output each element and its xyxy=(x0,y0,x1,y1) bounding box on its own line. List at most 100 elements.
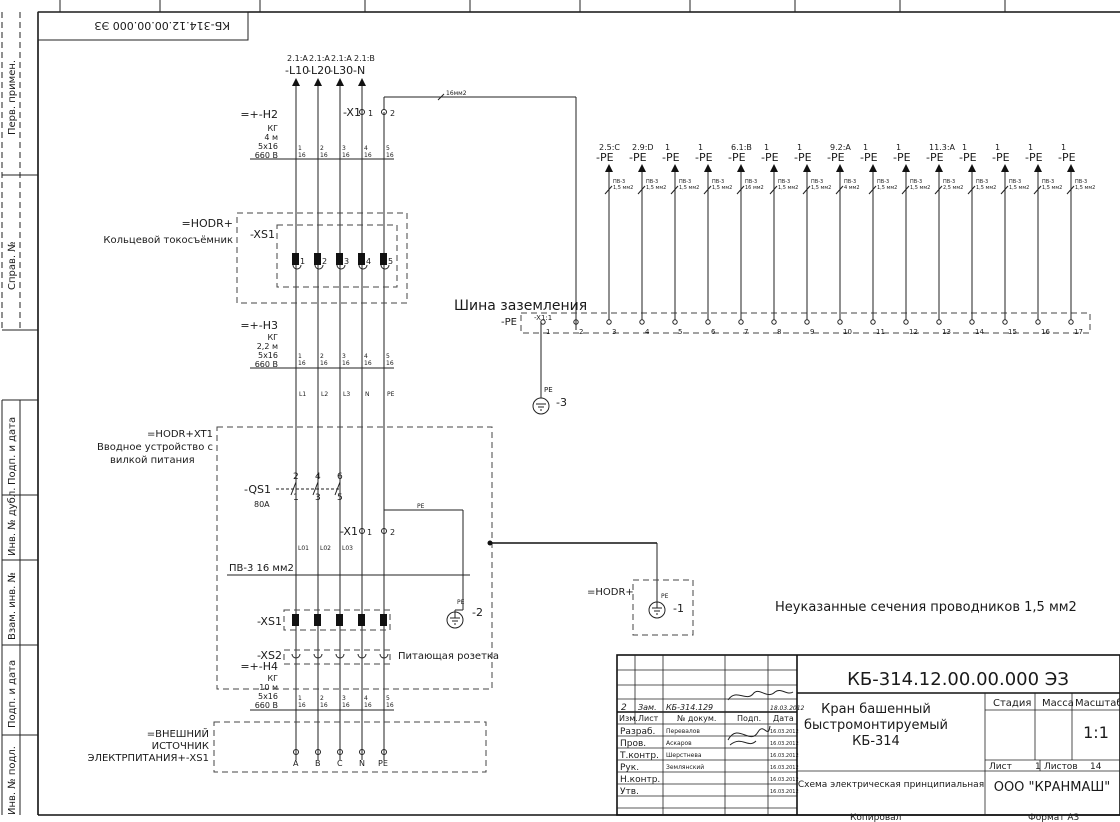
svg-text:16: 16 xyxy=(386,152,394,159)
svg-text:3: 3 xyxy=(342,695,346,702)
bus-tap-ref: 11.3:А xyxy=(929,143,956,152)
bus-tap-wire-type: ПВ-3 xyxy=(976,179,988,185)
svg-text:-X1:1: -X1:1 xyxy=(534,314,552,322)
bus-tap-arrow xyxy=(902,164,910,172)
svg-text:16: 16 xyxy=(298,702,306,709)
svg-text:3: 3 xyxy=(342,145,346,152)
main-conductors xyxy=(295,86,385,760)
phase-name: -L20 xyxy=(307,64,331,77)
bus-tap-name: -PE xyxy=(1058,151,1076,164)
bus-tap-wire-type: ПВ-3 xyxy=(646,179,658,185)
svg-text:14: 14 xyxy=(1090,762,1102,772)
cable-h4-wires: 116 216 316 416 516 xyxy=(250,695,394,711)
bus-terminal xyxy=(1002,319,1008,325)
svg-text:=HODR+: =HODR+ xyxy=(587,587,634,598)
svg-text:5х16: 5х16 xyxy=(258,142,278,151)
svg-text:КГ: КГ xyxy=(267,674,278,683)
svg-text:16: 16 xyxy=(342,152,350,159)
svg-text:КБ-314.129: КБ-314.129 xyxy=(666,703,713,712)
svg-text:18.03.2012: 18.03.2012 xyxy=(770,705,805,712)
svg-text:5: 5 xyxy=(386,145,390,152)
svg-text:4: 4 xyxy=(366,257,371,266)
bus-tap-wire-section: 16 мм2 xyxy=(745,185,764,191)
bus-tap-wire-section: 2,5 мм2 xyxy=(943,185,963,191)
bus-tap-name: -PE xyxy=(860,151,878,164)
external-source: =ВНЕШНИЙ ИСТОЧНИК ЭЛЕКТРПИТАНИЯ+-XS1 A B… xyxy=(87,721,487,773)
svg-text:B: B xyxy=(315,759,321,768)
svg-text:4: 4 xyxy=(364,145,368,152)
svg-text:Питающая розетка: Питающая розетка xyxy=(398,651,499,662)
svg-text:вилкой питания: вилкой питания xyxy=(110,455,195,466)
svg-text:2: 2 xyxy=(390,109,395,118)
svg-text:16: 16 xyxy=(298,152,306,159)
company-name: ООО "КРАНМАШ" xyxy=(994,780,1111,795)
bus-terminal xyxy=(1068,319,1074,325)
cable-h3: =+-H3 КГ 2,2 м 5х16 660 В xyxy=(240,319,278,369)
copied-label: Копировал xyxy=(850,813,901,822)
svg-text:=+-H3: =+-H3 xyxy=(240,319,278,332)
svg-text:L03: L03 xyxy=(342,545,353,552)
svg-text:16: 16 xyxy=(386,702,394,709)
bus-tap-wire-type: ПВ-3 xyxy=(1042,179,1054,185)
svg-text:Лист: Лист xyxy=(638,714,659,723)
bus-tap-wire-type: ПВ-3 xyxy=(778,179,790,185)
svg-text:1: 1 xyxy=(298,145,302,152)
bus-tap-tick xyxy=(604,185,613,195)
bus-tap-tick xyxy=(736,185,745,195)
bus-tap-ref: 1 xyxy=(797,143,802,152)
svg-text:3: 3 xyxy=(344,257,349,266)
bus-tap-arrow xyxy=(770,164,778,172)
svg-text:Аскаров: Аскаров xyxy=(666,740,692,747)
bus-tap-ref: 1 xyxy=(962,143,967,152)
doc-title: Схема электрическая принципиальная xyxy=(798,780,984,790)
svg-text:1: 1 xyxy=(367,528,372,537)
bus-terminal-num: 2 xyxy=(579,328,583,336)
svg-text:1: 1 xyxy=(300,257,305,266)
svg-text:PE: PE xyxy=(544,386,553,394)
x1-top-terminal: -X1 1 2 16мм2 xyxy=(343,90,577,330)
bus-tap-arrow xyxy=(1001,164,1009,172)
bus-tap-wire-type: ПВ-3 xyxy=(679,179,691,185)
bus-tap-tick xyxy=(868,185,877,195)
svg-text:L02: L02 xyxy=(320,545,331,552)
bus-tap-arrow xyxy=(704,164,712,172)
svg-text:16.03.2012: 16.03.2012 xyxy=(770,777,799,783)
svg-text:L2: L2 xyxy=(321,391,328,398)
phase-name: -N xyxy=(353,64,365,77)
svg-text:N: N xyxy=(359,759,365,768)
svg-text:-2: -2 xyxy=(472,606,483,619)
bus-tap-ref: 1 xyxy=(995,143,1000,152)
bus-tap-arrow xyxy=(737,164,745,172)
svg-text:660 В: 660 В xyxy=(255,701,278,710)
svg-text:КГ: КГ xyxy=(267,333,278,342)
svg-text:4: 4 xyxy=(364,353,368,360)
svg-text:Пров.: Пров. xyxy=(620,739,646,749)
product-name: Кран башенный xyxy=(821,702,931,717)
bus-terminal xyxy=(936,319,942,325)
svg-text:Изм.: Изм. xyxy=(619,714,638,723)
top-stamp-code: КБ-314.12.00.00.000 ЭЗ xyxy=(94,19,230,32)
svg-text:№ докум.: № докум. xyxy=(677,714,716,723)
signature-scribble xyxy=(727,689,794,746)
ground-bus-pe: -PE xyxy=(501,317,517,328)
svg-text:L01: L01 xyxy=(298,545,309,552)
phase-ref: 2.1:А xyxy=(309,54,330,63)
svg-text:16.03.2012: 16.03.2012 xyxy=(770,789,799,795)
qs1-breaker: -QS1 80А 2 4 6 1 3 5 xyxy=(244,472,343,509)
bus-tap-wire-type: ПВ-3 xyxy=(877,179,889,185)
bus-terminal xyxy=(738,319,744,325)
bus-terminal xyxy=(606,319,612,325)
phase-ref: 2.1:В xyxy=(354,54,375,63)
svg-text:PE: PE xyxy=(417,503,425,510)
bus-tap-wire-type: ПВ-3 xyxy=(1075,179,1087,185)
cable-h2: =+-H2 КГ 4 м 5х16 660 В xyxy=(240,108,278,160)
bus-terminal-num: 6 xyxy=(711,328,716,336)
bus-tap-name: -PE xyxy=(1025,151,1043,164)
svg-text:16: 16 xyxy=(342,702,350,709)
bus-tap-arrow xyxy=(638,164,646,172)
bus-terminal-num: 12 xyxy=(909,328,918,336)
bus-terminal-num: 11 xyxy=(876,328,885,336)
svg-text:5: 5 xyxy=(386,353,390,360)
svg-text:1: 1 xyxy=(293,493,299,503)
